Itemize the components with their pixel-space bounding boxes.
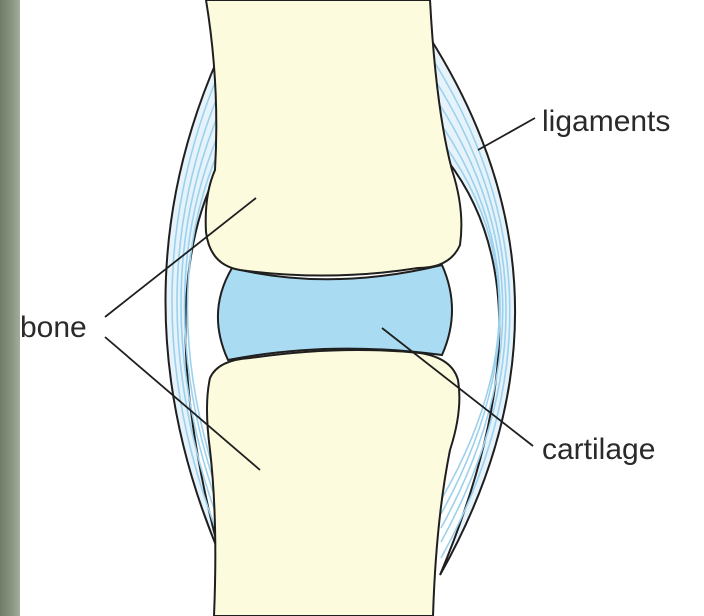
left-edge-strip <box>0 0 20 616</box>
lower-bone <box>207 350 459 616</box>
cartilage-disc <box>218 265 452 360</box>
cartilage-label: cartilage <box>542 433 655 466</box>
bone-label: bone <box>20 311 87 344</box>
ligaments-leader-line <box>478 118 535 150</box>
upper-bone <box>206 0 462 276</box>
ligaments-label: ligaments <box>542 105 670 138</box>
